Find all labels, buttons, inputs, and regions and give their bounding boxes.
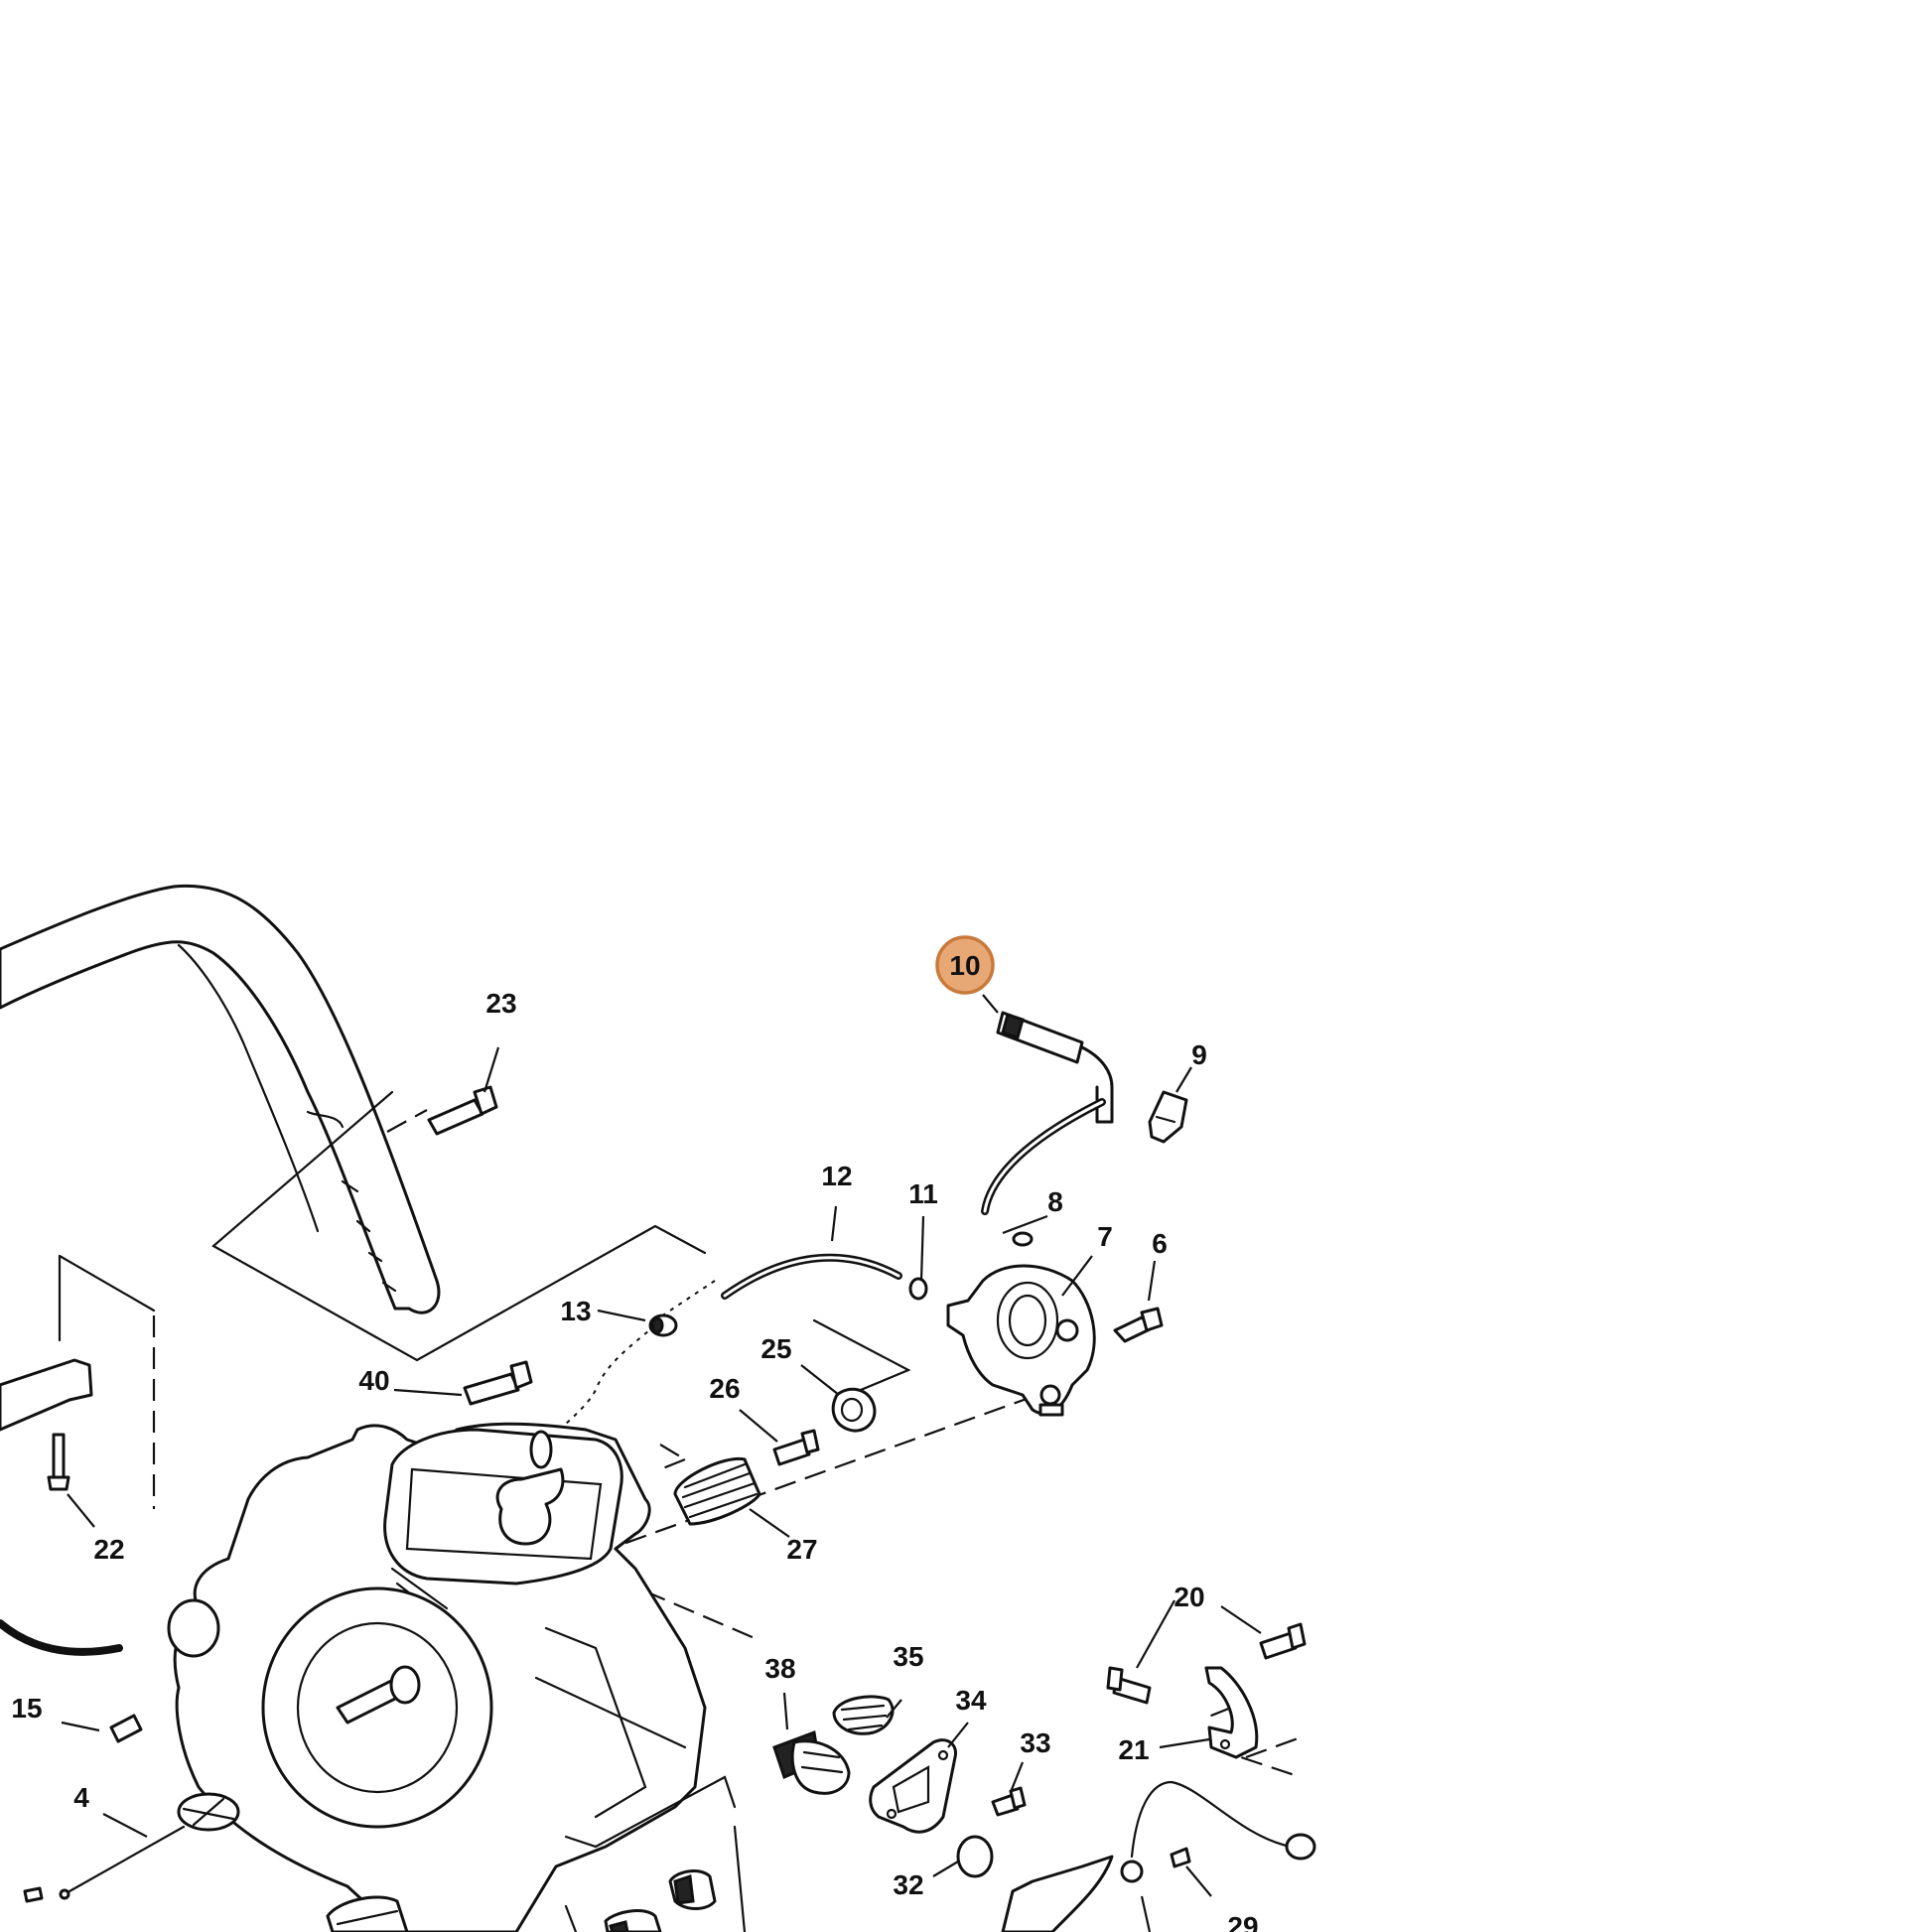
callout-9[interactable]: 9 xyxy=(1191,1039,1207,1070)
screw-15 xyxy=(109,1714,143,1743)
callout-40[interactable]: 40 xyxy=(358,1365,389,1396)
fuel-line xyxy=(0,1619,123,1656)
callout-26[interactable]: 26 xyxy=(709,1373,740,1404)
callout-25[interactable]: 25 xyxy=(760,1333,791,1364)
callout-15[interactable]: 15 xyxy=(11,1693,42,1724)
callout-6[interactable]: 6 xyxy=(1152,1228,1168,1259)
guide-bar-piece xyxy=(0,1358,93,1432)
leader-lines xyxy=(61,994,1262,1932)
cap-25 xyxy=(831,1387,877,1433)
callout-38[interactable]: 38 xyxy=(764,1653,795,1684)
callout-33[interactable]: 33 xyxy=(1020,1727,1050,1758)
callout-23[interactable]: 23 xyxy=(485,988,516,1019)
screw-20a xyxy=(1106,1666,1152,1705)
screw-20b xyxy=(1259,1622,1307,1660)
callout-10[interactable]: 10 xyxy=(949,950,980,981)
tool-4 xyxy=(59,1792,240,1900)
bracket-21 xyxy=(1204,1666,1259,1759)
callout-7[interactable]: 7 xyxy=(1097,1221,1113,1252)
callout-32[interactable]: 32 xyxy=(893,1869,923,1900)
screw-26 xyxy=(772,1429,820,1466)
screw-22 xyxy=(47,1433,70,1491)
grommet-38 xyxy=(772,1729,851,1795)
screw-40 xyxy=(463,1360,533,1406)
callout-27[interactable]: 27 xyxy=(786,1534,817,1565)
screw-33 xyxy=(991,1786,1027,1817)
o-ring-32 xyxy=(956,1835,994,1878)
callout-21[interactable]: 21 xyxy=(1118,1734,1149,1765)
callout-35[interactable]: 35 xyxy=(893,1641,923,1672)
gasket-34 xyxy=(869,1738,958,1834)
plug-13 xyxy=(648,1313,678,1337)
oil-pump xyxy=(946,1264,1096,1417)
handlebar xyxy=(0,884,441,1314)
bracket-9 xyxy=(1148,1090,1188,1144)
callout-29[interactable]: 29 xyxy=(1227,1911,1258,1932)
spring-27 xyxy=(673,1456,761,1526)
o-ring-11 xyxy=(908,1277,928,1301)
oil-suction-hose-10 xyxy=(981,1011,1114,1215)
engine-crankcase xyxy=(167,1422,707,1932)
o-ring-8 xyxy=(1012,1231,1034,1247)
oil-hose-12 xyxy=(721,1253,902,1300)
callout-34[interactable]: 34 xyxy=(955,1685,987,1716)
callout-4[interactable]: 4 xyxy=(73,1782,89,1813)
callout-8[interactable]: 8 xyxy=(1047,1186,1063,1217)
callout-20[interactable]: 20 xyxy=(1173,1582,1204,1612)
callout-12[interactable]: 12 xyxy=(821,1161,852,1191)
screw-6 xyxy=(1113,1307,1164,1343)
bottom-parts xyxy=(326,1775,1114,1932)
spring-35 xyxy=(832,1695,895,1735)
cable-29 xyxy=(1120,1780,1316,1883)
callout-13[interactable]: 13 xyxy=(560,1296,591,1326)
small-screw xyxy=(23,1886,44,1903)
callout-22[interactable]: 22 xyxy=(93,1534,124,1565)
screw-23 xyxy=(427,1085,498,1136)
callout-11[interactable]: 11 xyxy=(908,1178,938,1209)
highlight-circle-10 xyxy=(935,935,995,995)
callouts: 10 9 8 7 6 11 12 13 23 40 25 26 27 22 15… xyxy=(11,950,1258,1932)
